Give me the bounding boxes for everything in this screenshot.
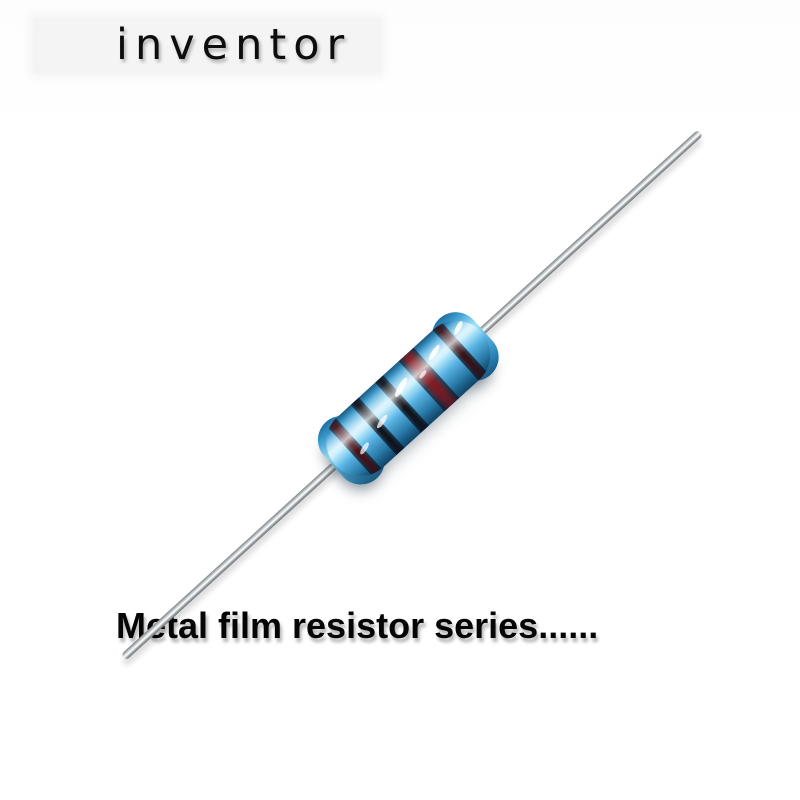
lead-wire-top bbox=[474, 129, 704, 339]
caption-text: Metal film resistor series...... bbox=[116, 605, 599, 646]
brand-panel: inventor bbox=[33, 18, 381, 74]
resistor-bands bbox=[312, 307, 504, 491]
band-dark-brown-upper bbox=[432, 322, 488, 381]
brand-logo: inventor bbox=[116, 20, 352, 70]
resistor-body bbox=[312, 306, 505, 491]
